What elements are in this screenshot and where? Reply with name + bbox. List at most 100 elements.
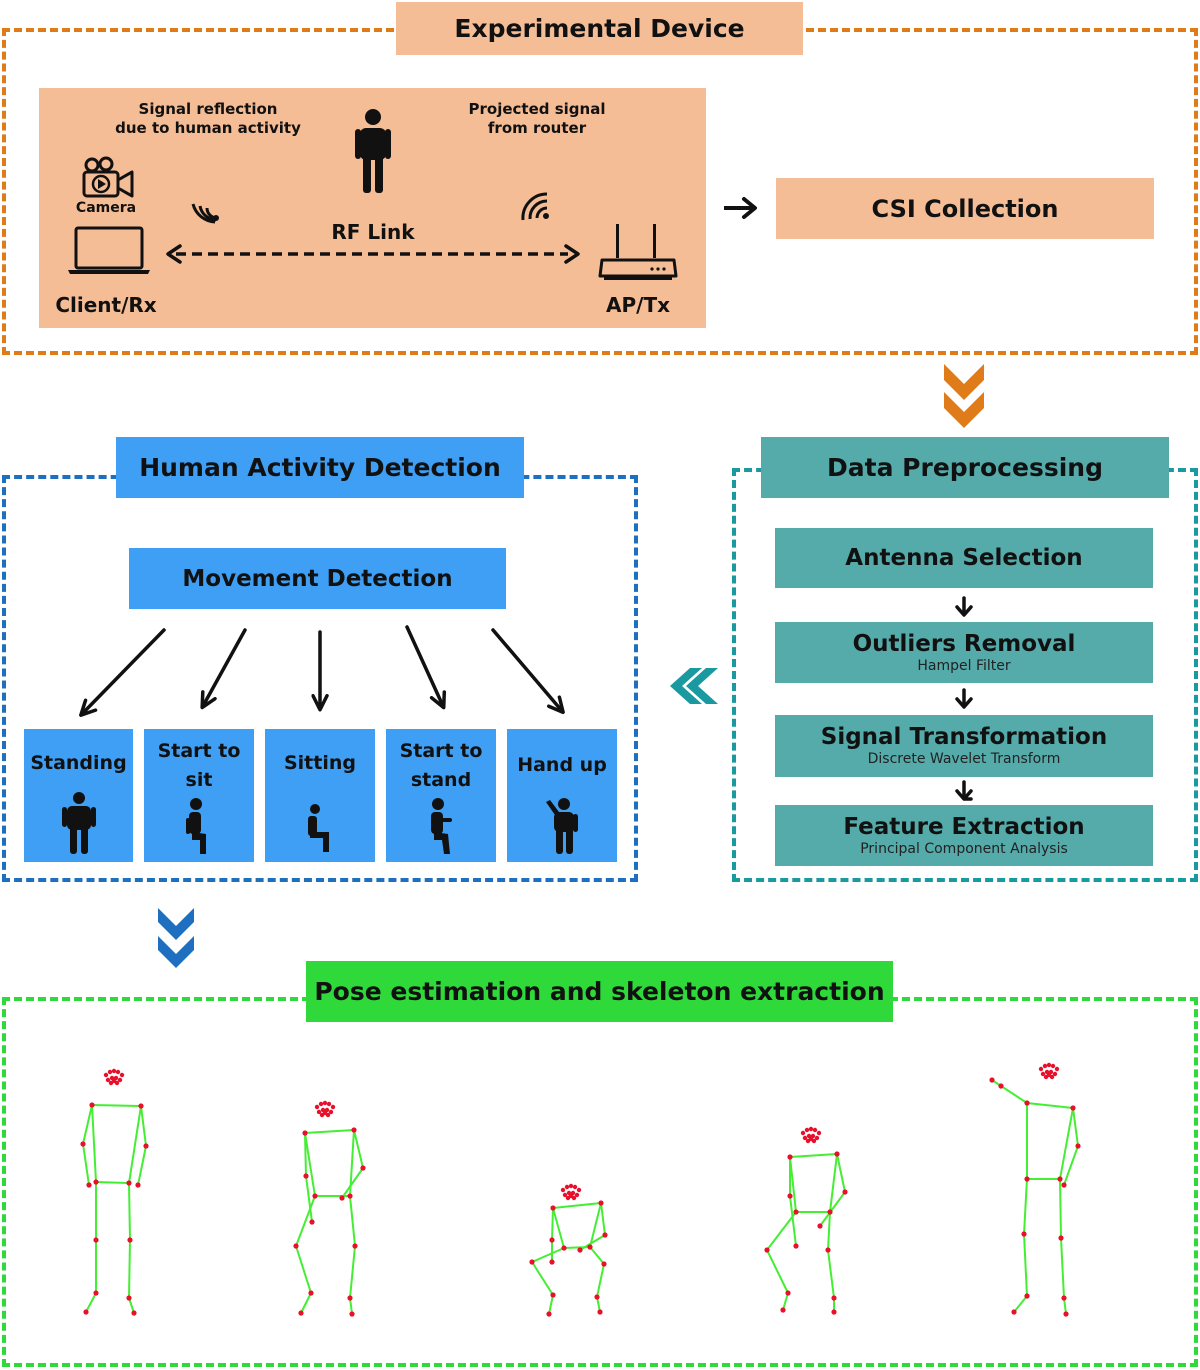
skeleton-bone: [1060, 1237, 1065, 1299]
skeleton-bone: [548, 1294, 554, 1315]
skeleton-joint: [1011, 1309, 1017, 1315]
skeleton-bone: [95, 1181, 130, 1184]
skeleton-joint: [360, 1165, 366, 1171]
skeleton-joint: [998, 1083, 1004, 1089]
skeleton-joint: [793, 1243, 799, 1249]
orange-chevron-down-icon: [944, 364, 984, 428]
activity-standing-label: Standing: [30, 752, 127, 774]
skeleton-face-point: [568, 1193, 574, 1199]
skeleton-bone: [531, 1261, 554, 1296]
skeleton-joint: [842, 1189, 848, 1195]
skeleton-joint: [1024, 1176, 1030, 1182]
skeleton-joint: [561, 1245, 567, 1251]
activity-start-to-stand: Start to stand: [386, 729, 496, 862]
activity-hand-up-label: Hand up: [517, 754, 607, 776]
person-hand-up-icon: [546, 798, 578, 854]
person-standing-icon: [61, 792, 96, 854]
router-icon: [598, 224, 678, 280]
skeleton-face-point: [115, 1069, 121, 1075]
skeleton-joint: [834, 1151, 840, 1157]
step-signal-transformation: Signal Transformation Discrete Wavelet T…: [775, 715, 1153, 777]
skeleton-joint: [80, 1141, 86, 1147]
skeleton-face-point: [1040, 1071, 1046, 1077]
skeleton-bone: [1023, 1178, 1028, 1235]
activity-hand-up: Hand up: [507, 729, 617, 862]
skeleton-bone: [300, 1292, 312, 1314]
step-feature-extraction-label: Feature Extraction: [843, 813, 1085, 840]
skeleton-joint: [825, 1247, 831, 1253]
skeleton-joint: [351, 1127, 357, 1133]
skeleton-bone: [782, 1292, 789, 1311]
skeleton-face-point: [568, 1183, 574, 1189]
step-outliers-removal-label: Outliers Removal: [852, 630, 1076, 657]
skeleton-bone: [1063, 1297, 1067, 1315]
data-preprocessing-title: Data Preprocessing: [761, 437, 1169, 498]
skeleton-joint: [1024, 1100, 1030, 1106]
skeleton-joint: [831, 1309, 837, 1315]
skeleton-joint: [93, 1179, 99, 1185]
skeleton-joint: [127, 1237, 133, 1243]
skeleton-joint: [787, 1154, 793, 1160]
skeleton-face-point: [808, 1126, 814, 1132]
skeleton-bone: [82, 1104, 93, 1145]
skeleton-joint: [550, 1205, 556, 1211]
skeleton-sitting: [529, 1183, 608, 1317]
skeleton-joint: [302, 1130, 308, 1136]
skeleton-face-point: [1050, 1063, 1056, 1069]
step-outliers-removal-sub: Hampel Filter: [917, 657, 1011, 674]
skeleton-face-point: [1052, 1071, 1058, 1077]
step-outliers-removal: Outliers Removal Hampel Filter: [775, 622, 1153, 683]
step-feature-extraction: Feature Extraction Principal Component A…: [775, 805, 1153, 866]
skeleton-bone: [128, 1182, 131, 1241]
skeleton-joint: [550, 1292, 556, 1298]
experimental-device-title: Experimental Device: [396, 2, 803, 55]
skeleton-joint: [1058, 1235, 1064, 1241]
skeleton-bone: [789, 1195, 797, 1247]
skeleton-face-point: [119, 1072, 125, 1078]
skeleton-joint: [764, 1247, 770, 1253]
laptop-icon: [68, 226, 150, 274]
skeleton-face-point: [576, 1187, 582, 1193]
skeleton-face-point: [562, 1192, 568, 1198]
skeleton-bone: [82, 1143, 90, 1186]
skeleton-joint: [793, 1209, 799, 1215]
skeleton-bone: [1063, 1145, 1079, 1186]
skeleton-bone: [341, 1167, 364, 1199]
skeleton-bone: [137, 1145, 147, 1186]
activity-sitting: Sitting: [265, 729, 375, 862]
skeleton-face-point: [804, 1127, 810, 1133]
skeleton-bone: [295, 1245, 312, 1294]
skeleton-joint: [309, 1219, 315, 1225]
person-start-to-sit-icon: [186, 798, 206, 854]
skeleton-bone: [552, 1202, 602, 1209]
skeleton-joint: [827, 1209, 833, 1215]
skeleton-face-point: [812, 1127, 818, 1133]
skeleton-bone: [91, 1104, 142, 1107]
skeleton-bone: [789, 1156, 797, 1213]
skeleton-bone: [128, 1239, 131, 1299]
skeleton-bone: [140, 1105, 147, 1147]
skeleton-joint: [312, 1193, 318, 1199]
skeleton-joint: [86, 1182, 92, 1188]
skeleton-face-point: [560, 1187, 566, 1193]
skeleton-joint: [1075, 1143, 1081, 1149]
skeleton-joint: [529, 1259, 535, 1265]
skeleton-joint: [602, 1232, 608, 1238]
activity-start-to-sit-label: Start to sit: [157, 740, 241, 791]
skeleton-joint: [1024, 1293, 1030, 1299]
step-feature-extraction-sub: Principal Component Analysis: [860, 840, 1068, 857]
teal-chevron-left-icon: [670, 668, 718, 704]
step-antenna-selection: Antenna Selection: [775, 528, 1153, 588]
skeleton-hand-up: [989, 1062, 1081, 1317]
step-signal-transformation-label: Signal Transformation: [820, 724, 1108, 750]
skeleton-bone: [305, 1175, 313, 1223]
skeleton-bone: [349, 1129, 355, 1197]
skeleton-bone: [1059, 1178, 1062, 1239]
skeleton-joint: [298, 1310, 304, 1316]
skeleton-face-point: [318, 1101, 324, 1107]
skeleton-joint: [597, 1309, 603, 1315]
ap-tx-label: AP/Tx: [606, 293, 670, 317]
skeleton-joint: [594, 1294, 600, 1300]
skeleton-bone: [353, 1129, 364, 1169]
skeleton-bone: [1000, 1085, 1028, 1104]
